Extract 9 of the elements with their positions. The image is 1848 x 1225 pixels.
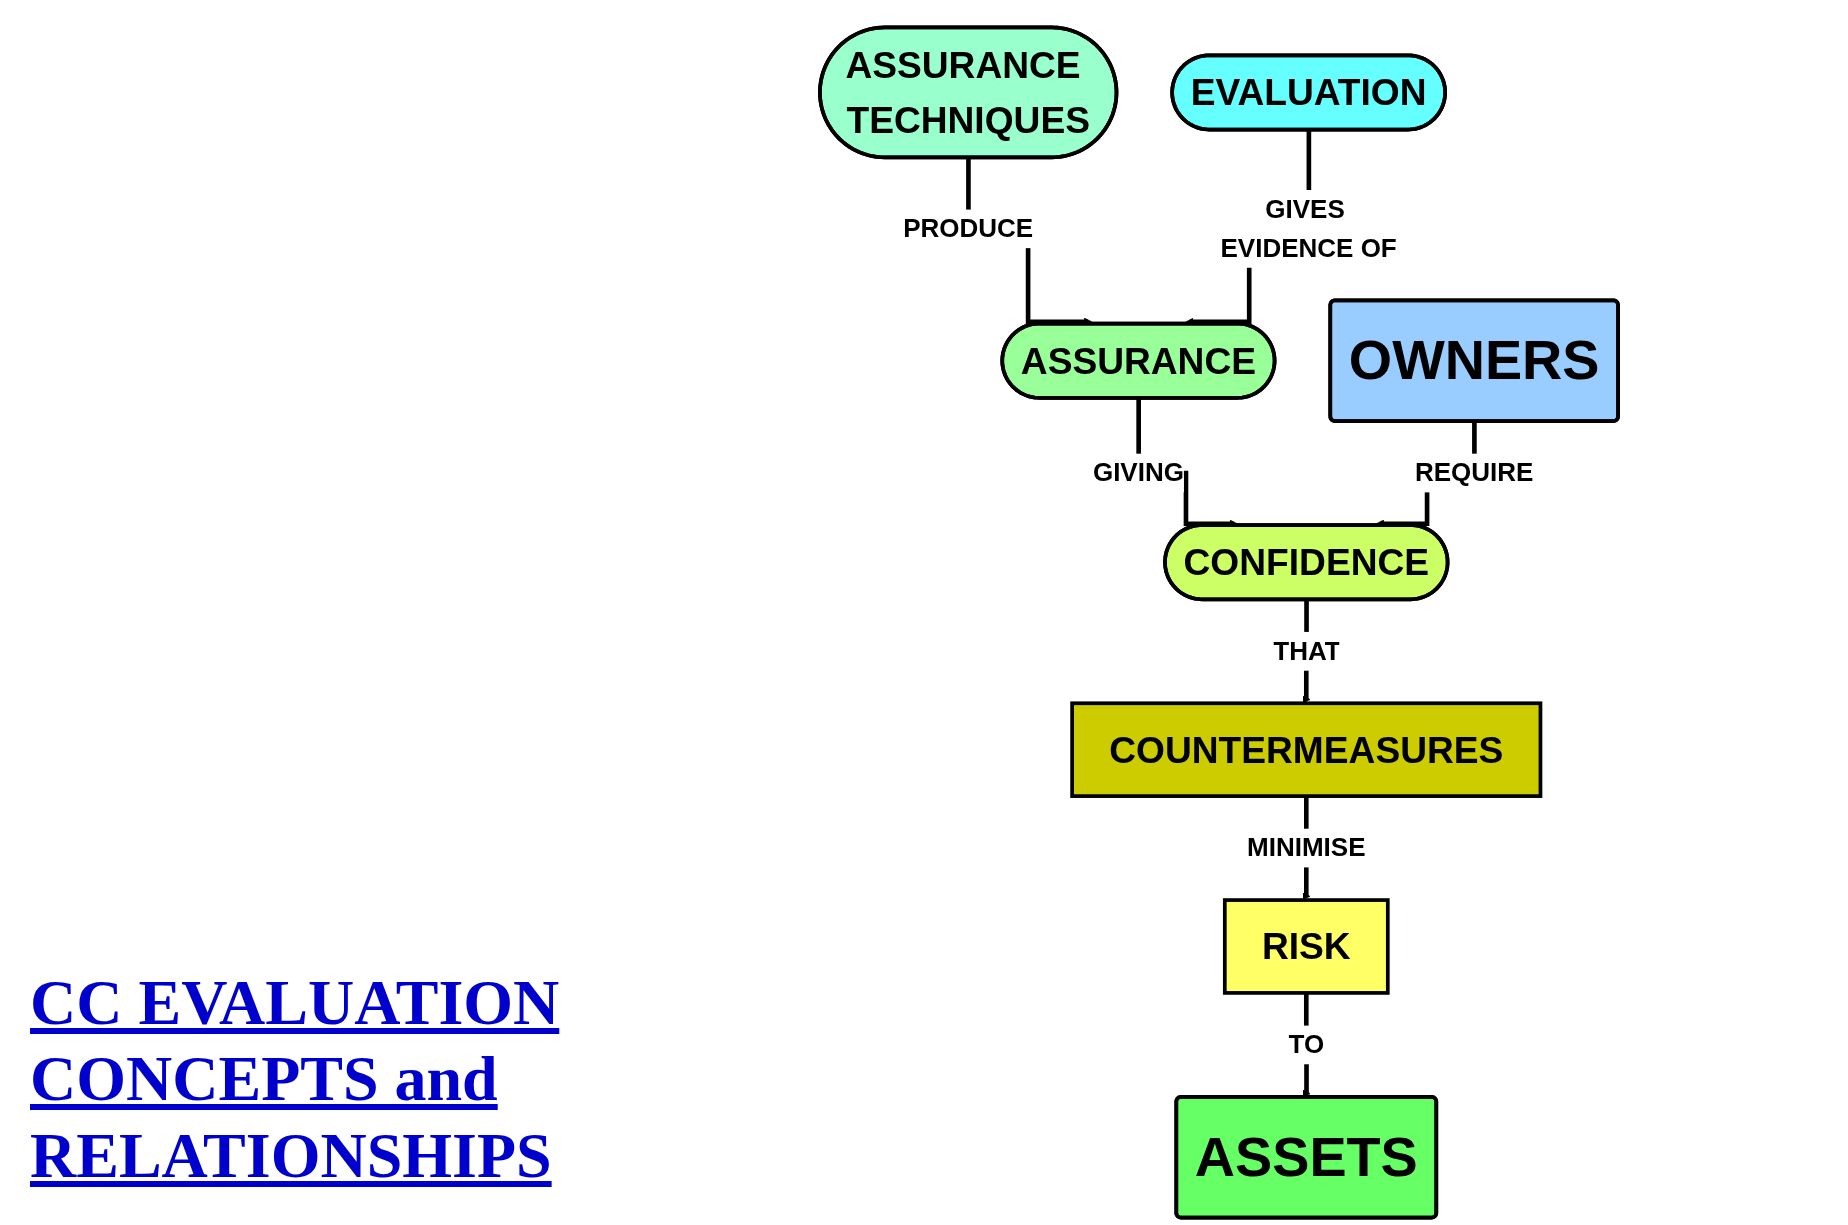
node-box: COUNTERMEASURES (1070, 701, 1543, 798)
edge-label: TO (1288, 1030, 1325, 1059)
edge-label: GIVING (1092, 458, 1184, 487)
edge-label: GIVES EVIDENCE OF (1220, 194, 1397, 263)
node-box: RISK (1222, 898, 1390, 995)
edge-label: REQUIRE (1414, 458, 1534, 487)
diagram-title: CC EVALUATION CONCEPTS and RELATIONSHIPS (29, 965, 561, 1194)
edge-label: MINIMISE (1247, 833, 1366, 863)
edge-label: PRODUCE (903, 214, 1034, 243)
